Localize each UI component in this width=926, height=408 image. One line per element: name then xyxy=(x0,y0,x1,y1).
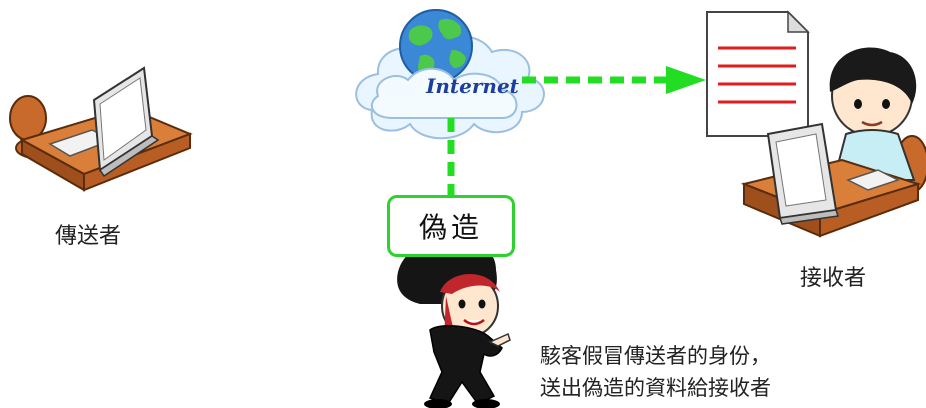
sender-computer-icon xyxy=(9,66,193,192)
caption: 駭客假冒傳送者的身份， 送出偽造的資料給接收者 xyxy=(540,340,771,404)
transmission-arrow xyxy=(522,66,706,94)
caption-line-1: 駭客假冒傳送者的身份， xyxy=(540,344,771,368)
hacker-icon xyxy=(397,242,511,408)
receiver-label: 接收者 xyxy=(800,266,867,291)
internet-label: Internet xyxy=(426,74,519,98)
document-icon xyxy=(706,10,810,137)
sender-label: 傳送者 xyxy=(55,224,122,249)
internet-cloud-icon xyxy=(355,9,545,140)
forgery-box: 偽造 xyxy=(387,195,515,257)
receiver-computer-icon xyxy=(740,47,926,238)
caption-line-2: 送出偽造的資料給接收者 xyxy=(540,376,771,400)
forgery-label: 偽造 xyxy=(418,211,483,244)
